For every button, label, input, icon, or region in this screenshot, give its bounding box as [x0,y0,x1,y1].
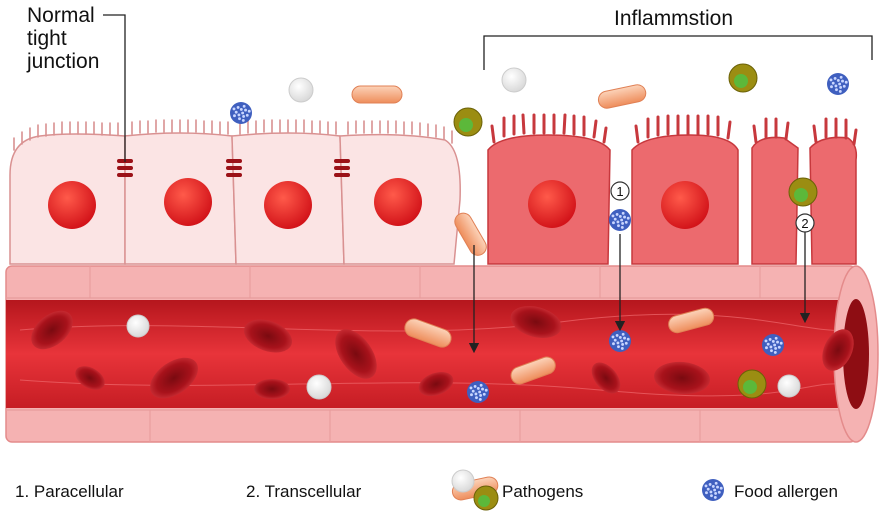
tight-junction-icon [334,159,350,177]
white-cell-icon [306,374,332,400]
legend-food-allergen-icon [702,479,724,501]
red-blood-cell-icon [654,361,710,395]
white-cell-icon [288,77,314,103]
food-allergen-icon [609,330,631,352]
red-blood-cells [31,306,854,399]
nucleus-icon [661,181,709,229]
red-blood-cell-icon [243,319,293,353]
vessel-particles [126,307,801,400]
inflamed-cell [751,136,799,265]
healthy-epithelium [9,119,461,265]
nucleus-icon [374,178,422,226]
pathogen-icon [728,63,758,93]
nucleus-icon [264,181,312,229]
legend-paracellular: 1. Paracellular [15,482,124,501]
food-allergen-icon [827,73,849,95]
white-cell-icon [777,374,801,398]
blood-vessel [5,265,879,443]
healthy-microvilli [13,119,453,151]
marker-2: 2 [795,213,815,233]
food-allergen-icon [609,209,631,231]
nucleus-icon [48,181,96,229]
red-blood-cell-icon [418,371,454,397]
red-blood-cell-icon [510,306,562,338]
pathogen-icon [788,177,818,207]
red-blood-cell-icon [31,310,73,350]
inflamed-cell [809,136,858,265]
luminal-particles [288,63,818,256]
bacillus-icon [404,318,452,348]
pathogen-icon [737,369,767,399]
pathogen-icon [453,107,483,137]
food-allergen-icon [467,381,489,403]
nucleus-icon [528,180,576,228]
legend-transcellular: 2. Transcellular [246,482,362,501]
label-line-tight: tight [27,27,67,50]
red-blood-cell-icon [75,366,105,390]
marker-1-text: 1 [616,184,623,199]
food-allergen-icon [762,334,784,356]
red-blood-cell-icon [335,329,377,379]
inflammation-label: Inflammstion [614,7,733,30]
white-cell-icon [126,314,150,338]
inflamed-epithelium [487,113,858,265]
tight-junction-icon [117,159,133,177]
legend-food-allergen: Food allergen [734,482,838,501]
label-line-junction: junction [26,50,99,73]
food-allergen-icon [702,479,724,501]
tight-junction-leader [103,14,126,162]
red-blood-cell-icon [254,379,290,399]
marker-1: 1 [610,181,630,201]
red-blood-cell-icon [591,362,621,394]
red-blood-cell-icon [822,329,854,371]
legend-pathogens: Pathogens [502,482,583,501]
inflammation-bracket [483,35,873,70]
red-blood-cell-icon [150,357,198,399]
food-allergens [230,73,849,403]
vessel-opening-lumen [843,299,869,409]
food-allergen-icon [230,102,252,124]
bacillus-icon [668,307,715,334]
marker-2-text: 2 [801,216,808,231]
white-cell-icon [501,67,527,93]
tight-junction-icon [226,159,242,177]
nucleus-icon [164,178,212,226]
label-line-normal: Normal [27,4,95,27]
normal-tight-junction-label: Normal tight junction [26,4,101,73]
bacillus-icon [510,356,556,385]
inflamed-microvilli [490,113,858,146]
bacillus-icon [351,85,403,104]
legend-pathogens-icon [451,469,499,511]
bacillus-icon [597,84,647,109]
pathway-arrows [468,232,811,354]
bacillus-icon [454,212,487,256]
legend: 1. Paracellular 2. Transcellular Pathoge… [15,469,838,511]
